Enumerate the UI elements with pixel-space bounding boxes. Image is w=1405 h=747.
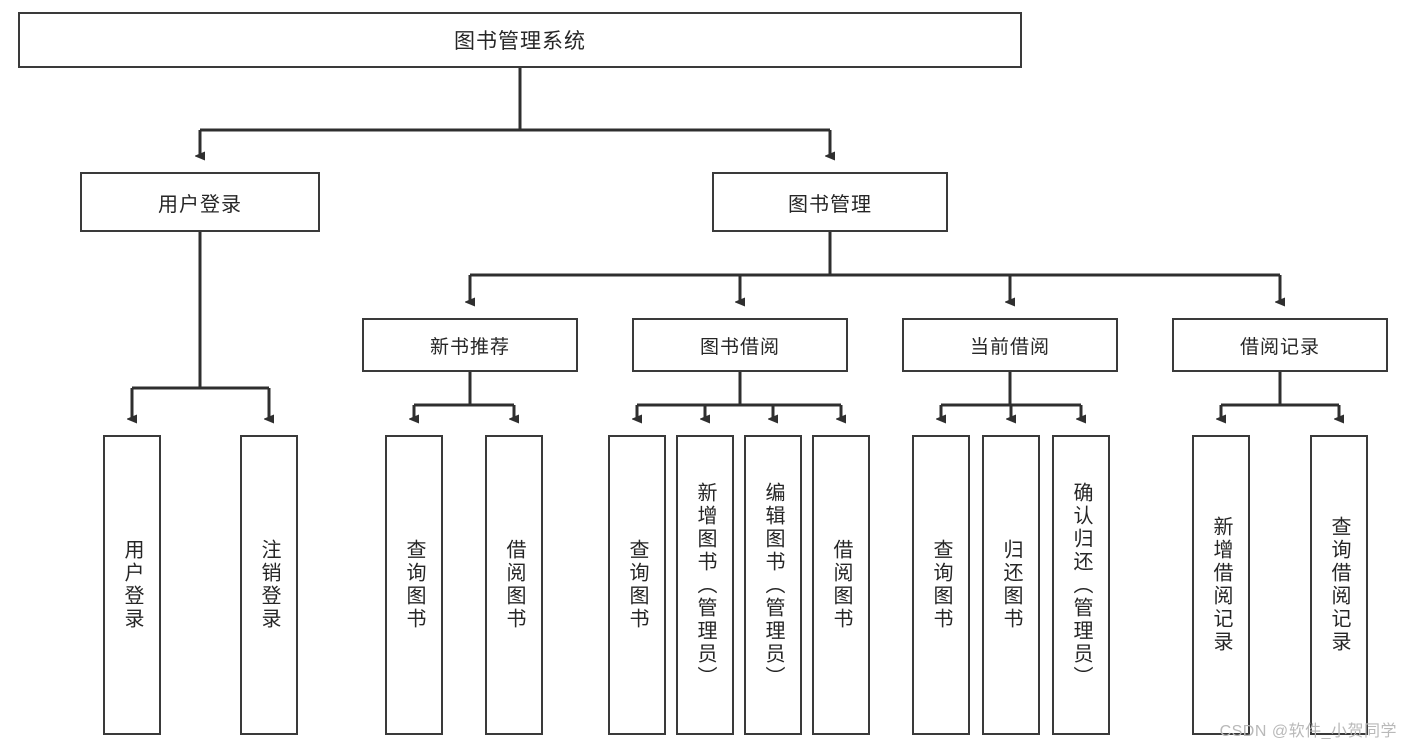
node-book-borrow[interactable]: 图书借阅 [632, 318, 848, 372]
node-label: 借阅记录 [1239, 336, 1320, 358]
node-leaf-query-book-3[interactable]: 查询图书 [912, 435, 970, 735]
node-new-book-recommend[interactable]: 新书推荐 [362, 318, 578, 372]
node-book-manage[interactable]: 图书管理 [712, 172, 948, 232]
node-leaf-borrow-book-2[interactable]: 借阅图书 [812, 435, 870, 735]
node-label: 注销登录 [258, 539, 280, 631]
node-leaf-query-book-2[interactable]: 查询图书 [608, 435, 666, 735]
node-label: 借阅图书 [503, 539, 525, 631]
node-label: 查询图书 [626, 539, 648, 631]
node-label: 新增借阅记录 [1210, 516, 1232, 654]
node-label: 确认归还（管理员） [1070, 481, 1092, 689]
node-leaf-borrow-book-1[interactable]: 借阅图书 [485, 435, 543, 735]
node-label: 查询图书 [403, 539, 425, 631]
node-leaf-user-login[interactable]: 用户登录 [103, 435, 161, 735]
watermark-label: CSDN @软件_小贺同学 [1219, 723, 1397, 740]
node-leaf-query-record[interactable]: 查询借阅记录 [1310, 435, 1368, 735]
node-leaf-return-book[interactable]: 归还图书 [982, 435, 1040, 735]
node-current-borrow[interactable]: 当前借阅 [902, 318, 1118, 372]
node-label: 图书管理系统 [454, 30, 586, 53]
node-label: 查询借阅记录 [1328, 516, 1350, 654]
node-label: 用户登录 [158, 193, 242, 216]
node-label: 新增图书（管理员） [694, 481, 716, 689]
node-label: 图书借阅 [699, 336, 780, 358]
node-label: 归还图书 [1000, 539, 1022, 631]
node-label: 借阅图书 [830, 539, 852, 631]
node-borrow-record[interactable]: 借阅记录 [1172, 318, 1388, 372]
node-label: 当前借阅 [969, 336, 1050, 358]
node-leaf-edit-book[interactable]: 编辑图书（管理员） [744, 435, 802, 735]
node-label: 新书推荐 [429, 336, 510, 358]
node-leaf-add-book[interactable]: 新增图书（管理员） [676, 435, 734, 735]
node-leaf-query-book-1[interactable]: 查询图书 [385, 435, 443, 735]
node-leaf-add-record[interactable]: 新增借阅记录 [1192, 435, 1250, 735]
node-root-system[interactable]: 图书管理系统 [18, 12, 1022, 68]
node-label: 编辑图书（管理员） [762, 481, 784, 689]
node-leaf-user-logout[interactable]: 注销登录 [240, 435, 298, 735]
node-label: 图书管理 [788, 193, 872, 216]
node-user-login[interactable]: 用户登录 [80, 172, 320, 232]
node-leaf-confirm-return[interactable]: 确认归还（管理员） [1052, 435, 1110, 735]
node-label: 用户登录 [121, 539, 143, 631]
node-label: 查询图书 [930, 539, 952, 631]
